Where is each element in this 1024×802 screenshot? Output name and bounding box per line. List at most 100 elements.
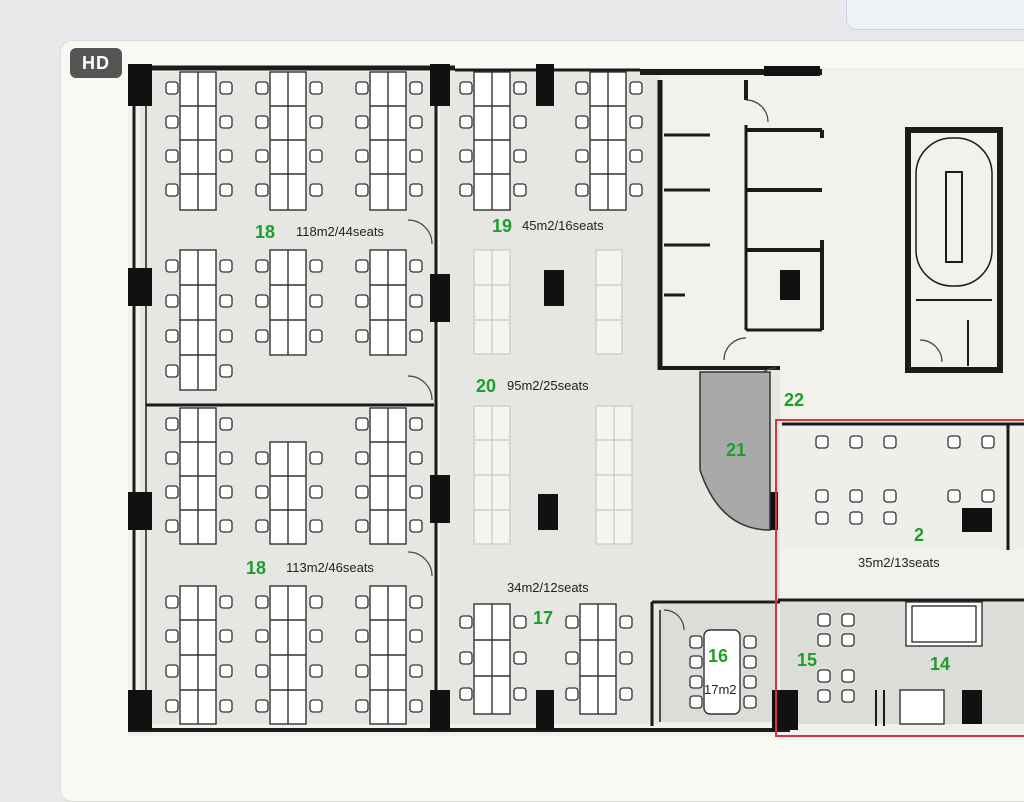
room-14-number: 14	[930, 654, 950, 674]
chair	[309, 115, 323, 129]
chair	[355, 664, 369, 678]
chair	[165, 115, 179, 129]
chair	[513, 149, 527, 163]
chair	[947, 489, 961, 503]
desk-cluster-18b-4	[179, 585, 217, 725]
chair	[981, 435, 995, 449]
chair	[841, 689, 855, 703]
chair	[255, 259, 269, 273]
chair	[513, 615, 527, 629]
chair	[841, 633, 855, 647]
chair	[883, 489, 897, 503]
chair	[849, 489, 863, 503]
chair	[459, 615, 473, 629]
chair	[219, 81, 233, 95]
chair	[219, 664, 233, 678]
chair	[309, 595, 323, 609]
chair	[575, 81, 589, 95]
chair	[219, 699, 233, 713]
desk-cluster-18b-1	[179, 407, 217, 545]
chair	[165, 329, 179, 343]
room-2-area: 35m2/13seats	[858, 555, 940, 570]
desk-cluster-18b-5	[269, 585, 307, 725]
meeting-table-16	[703, 629, 741, 715]
chair	[575, 149, 589, 163]
chair	[355, 519, 369, 533]
desk-cluster-17-2	[579, 603, 617, 715]
desk-cluster-18b-6	[369, 585, 407, 725]
room-16-area: 17m2	[704, 682, 737, 697]
chair	[459, 115, 473, 129]
desk-cluster-18a-5	[269, 249, 307, 356]
chair	[619, 687, 633, 701]
chair	[219, 519, 233, 533]
desk-cluster-18a-1	[179, 71, 217, 211]
desk-cluster-18b-3	[369, 407, 407, 545]
chair	[409, 519, 423, 533]
chair	[355, 699, 369, 713]
chair	[355, 417, 369, 431]
chair	[255, 183, 269, 197]
room-18b-area: 113m2/46seats	[286, 560, 374, 575]
chair	[255, 664, 269, 678]
chair	[409, 417, 423, 431]
chair	[459, 183, 473, 197]
chair	[743, 695, 757, 709]
chair	[629, 115, 643, 129]
browser-address-pill[interactable]	[846, 0, 1024, 30]
chair	[219, 485, 233, 499]
hd-badge[interactable]: HD	[70, 48, 122, 78]
chair	[817, 613, 831, 627]
chair	[629, 81, 643, 95]
chair	[815, 435, 829, 449]
chair	[255, 294, 269, 308]
chair	[619, 615, 633, 629]
chair	[165, 183, 179, 197]
chair	[165, 364, 179, 378]
chair	[817, 669, 831, 683]
staircase	[905, 127, 1003, 373]
chair	[817, 689, 831, 703]
chair	[255, 485, 269, 499]
chair	[165, 451, 179, 465]
chair	[459, 687, 473, 701]
chair	[355, 485, 369, 499]
room-19-number: 19	[492, 216, 512, 236]
chair	[513, 115, 527, 129]
kitchen-counter-14	[899, 601, 983, 725]
chair	[815, 489, 829, 503]
chair	[689, 655, 703, 669]
chair	[629, 149, 643, 163]
chair	[219, 451, 233, 465]
desk-cluster-19-1	[473, 71, 511, 211]
chair	[309, 259, 323, 273]
chair	[165, 259, 179, 273]
chair	[355, 595, 369, 609]
chair	[409, 115, 423, 129]
chair	[841, 669, 855, 683]
chair	[309, 451, 323, 465]
room-18a-area: 118m2/44seats	[296, 224, 384, 239]
chair	[219, 115, 233, 129]
chair	[255, 519, 269, 533]
chair	[409, 485, 423, 499]
chair	[513, 687, 527, 701]
room-15-number: 15	[797, 650, 817, 670]
chair	[459, 81, 473, 95]
chair	[309, 519, 323, 533]
chair	[409, 595, 423, 609]
chair	[355, 81, 369, 95]
chair	[947, 435, 961, 449]
chair	[883, 511, 897, 525]
chair	[165, 485, 179, 499]
desk-cluster-18a-2	[269, 71, 307, 211]
desk-cluster-18b-2	[269, 441, 307, 545]
chair	[355, 451, 369, 465]
chair	[165, 699, 179, 713]
room-22-number: 22	[784, 390, 804, 410]
chair	[513, 183, 527, 197]
chair	[309, 294, 323, 308]
chair	[219, 595, 233, 609]
floor-plan: 18 118m2/44seats 19 45m2/16seats 20 95m2…	[128, 64, 1024, 737]
chair	[565, 687, 579, 701]
